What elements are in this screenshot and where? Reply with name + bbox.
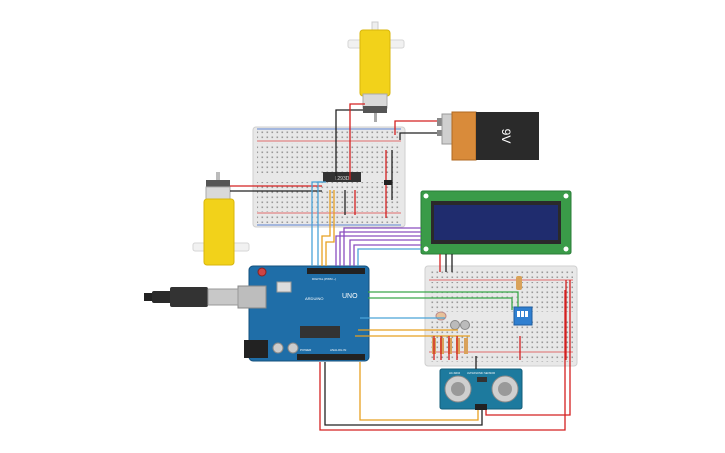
breadboard-top[interactable] bbox=[252, 126, 406, 228]
reset-button[interactable] bbox=[257, 267, 267, 277]
usb-port[interactable] bbox=[237, 285, 267, 309]
analog-header-label: ANALOG IN bbox=[330, 348, 346, 352]
digital-header bbox=[307, 268, 365, 274]
motor-driver-chip[interactable]: L293D bbox=[323, 172, 361, 182]
lcd-display[interactable] bbox=[420, 190, 572, 255]
potentiometer-pair bbox=[450, 320, 470, 330]
power-header-label: POWER bbox=[300, 348, 312, 352]
dip-switch[interactable] bbox=[513, 306, 533, 326]
wires bbox=[230, 103, 571, 431]
sensor-title: ULTRASONIC SENSOR bbox=[467, 371, 495, 375]
analog-header bbox=[297, 354, 365, 360]
battery-9v[interactable]: 9V bbox=[437, 111, 539, 161]
dc-motor-top[interactable] bbox=[347, 21, 405, 122]
usb-cable bbox=[144, 287, 239, 307]
digital-header-label: DIGITAL (PWM ~) bbox=[312, 277, 336, 281]
lcd-screen bbox=[434, 205, 558, 240]
motor-driver-chip-label: L293D bbox=[335, 176, 350, 182]
ultrasonic-sensor[interactable]: ULTRASONIC SENSOR HC-SR04 bbox=[439, 368, 523, 410]
arduino-brand: ARDUINO bbox=[305, 296, 323, 301]
sensor-label: HC-SR04 bbox=[449, 371, 461, 375]
arduino-uno[interactable]: UNO ARDUINO DIGITAL (PWM ~) ANALOG IN PO… bbox=[237, 265, 370, 362]
battery-label: 9V bbox=[499, 129, 513, 144]
photoresistor bbox=[435, 311, 447, 321]
breadboard-bottom[interactable] bbox=[424, 265, 578, 367]
atmega-chip bbox=[300, 326, 340, 338]
dc-jack bbox=[244, 340, 268, 358]
resistor-top bbox=[516, 276, 522, 290]
arduino-model: UNO bbox=[342, 293, 358, 300]
dc-motor-left[interactable] bbox=[192, 172, 250, 266]
